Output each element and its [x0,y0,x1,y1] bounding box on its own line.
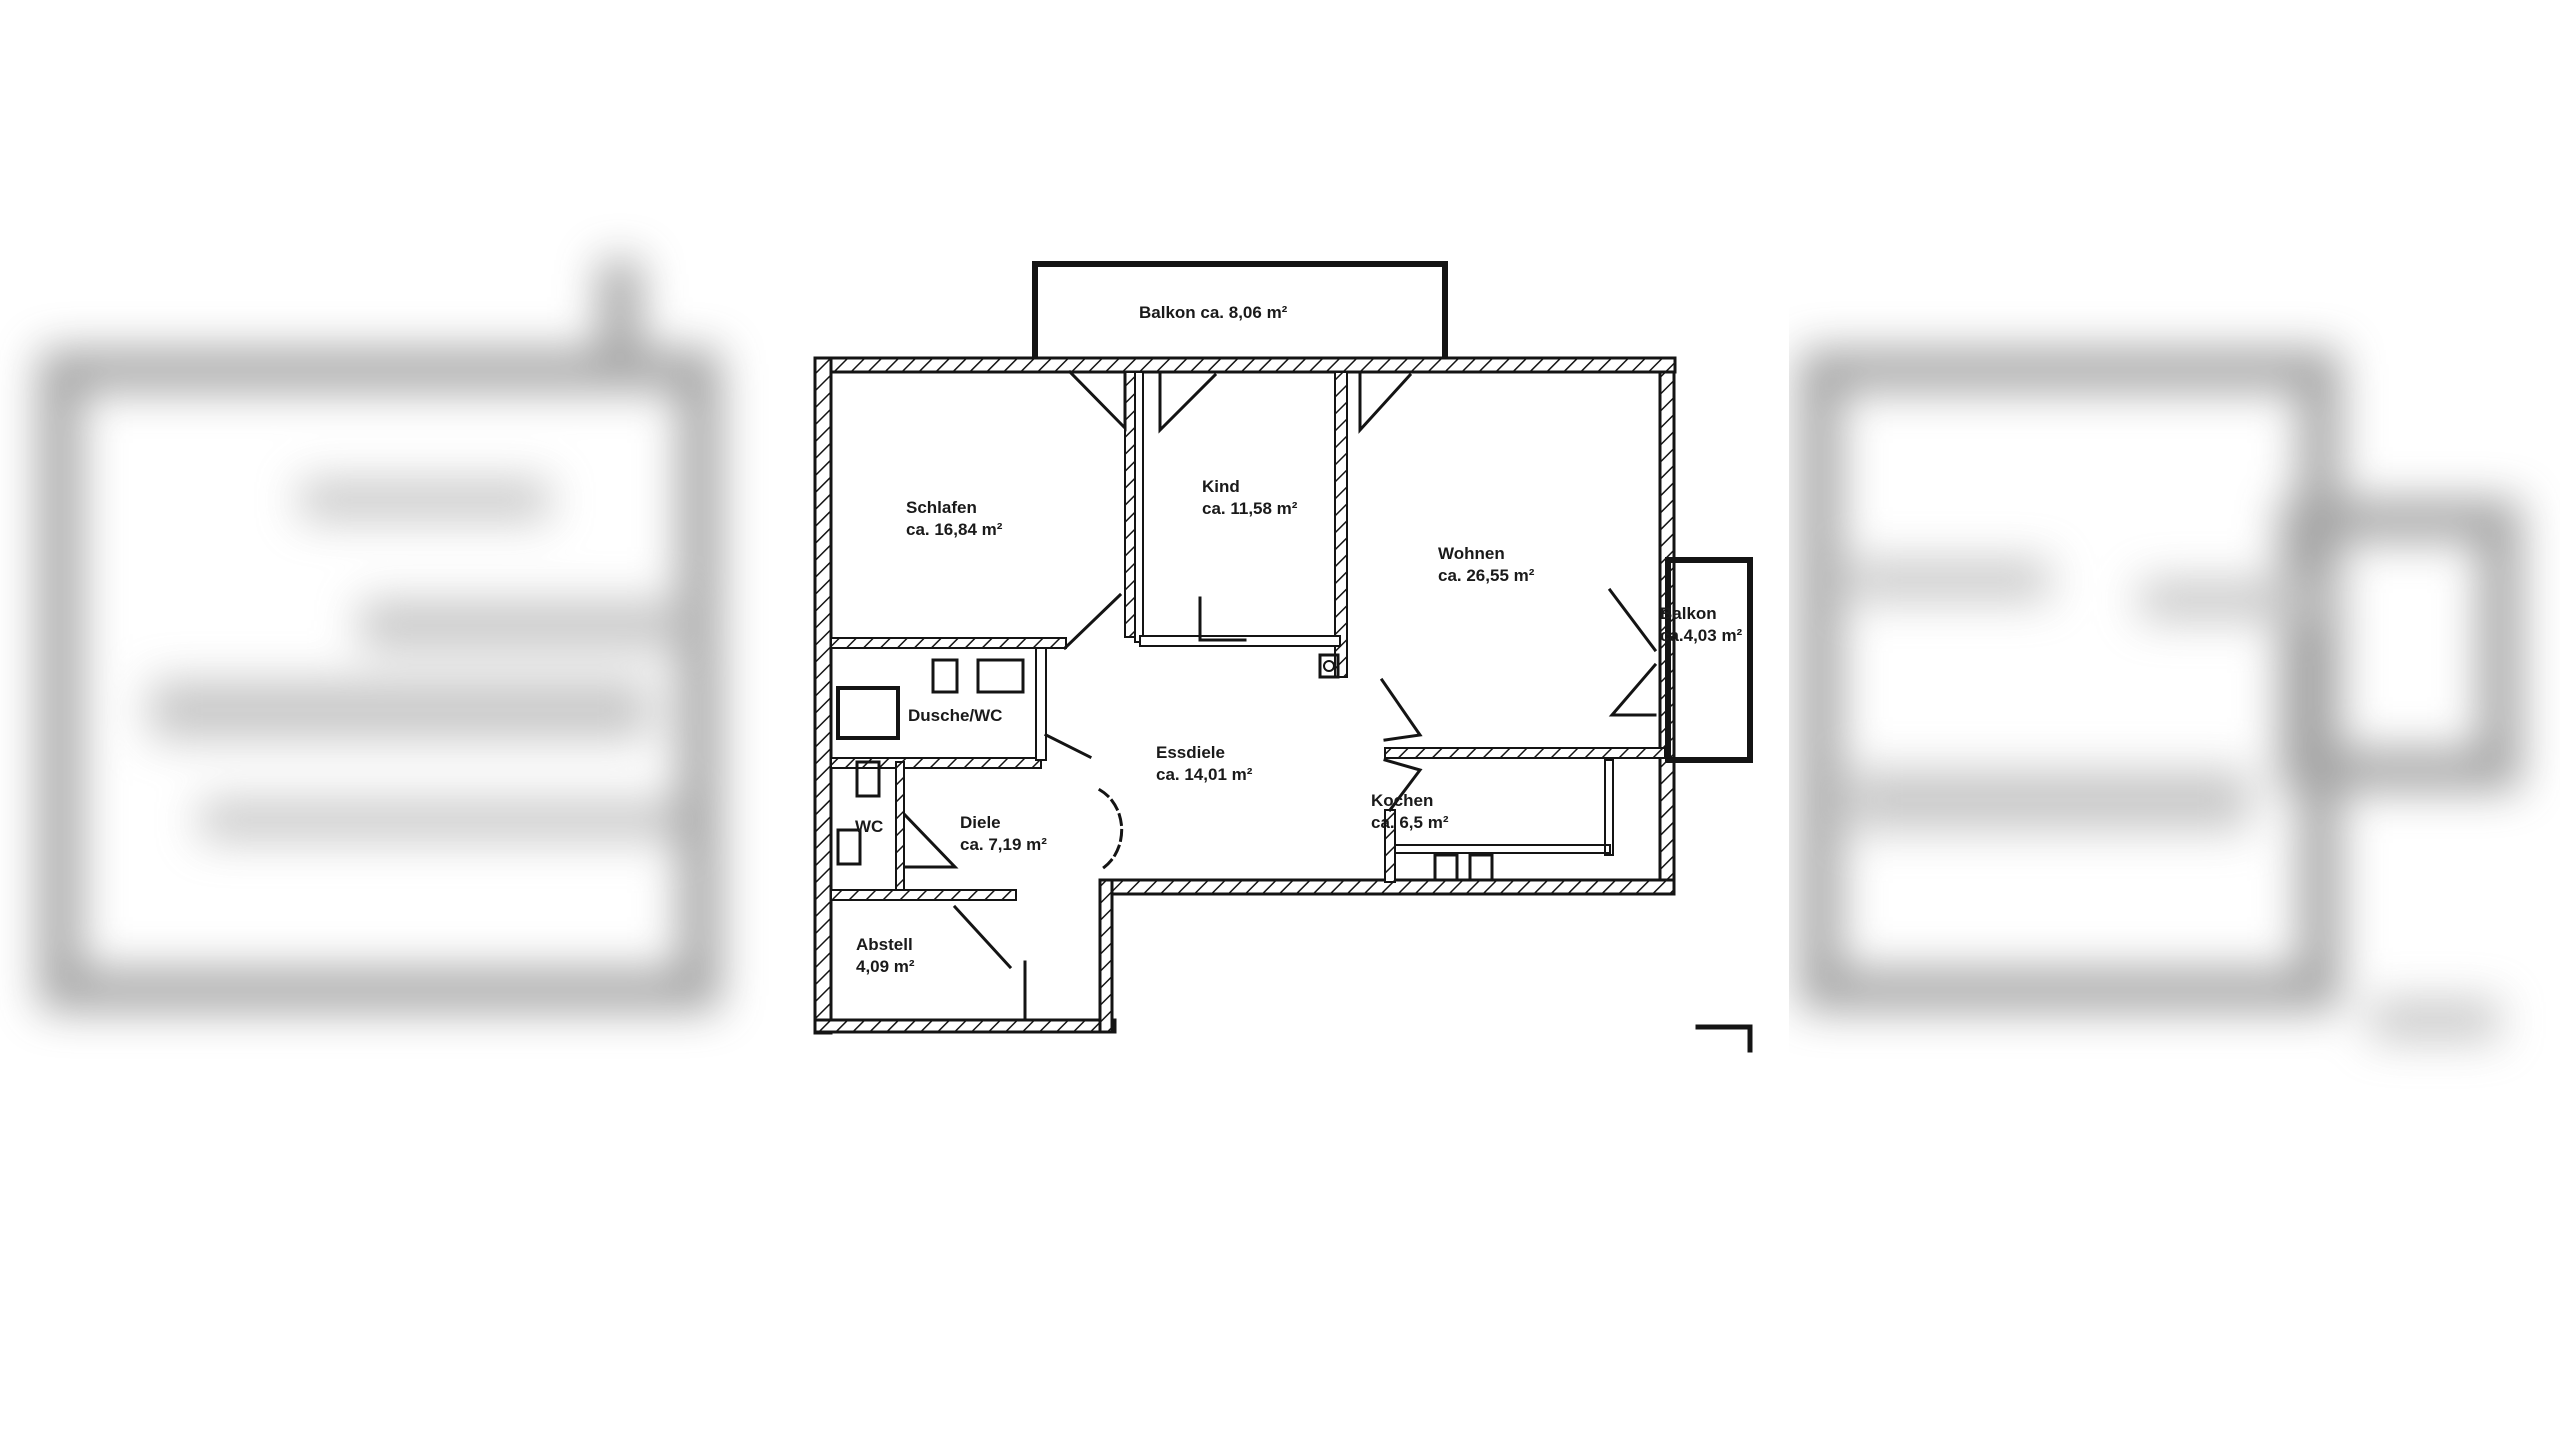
room-area: ca. 16,84 m² [906,520,1003,539]
room-label-essdiele: Essdiele ca. 14,01 m² [1156,742,1252,786]
room-area: ca. 14,01 m² [1156,765,1253,784]
room-label-kochen: Kochen ca. 6,5 m² [1371,790,1449,834]
room-label-balkon-top: Balkon ca. 8,06 m² [1139,302,1287,324]
room-name: Dusche/WC [908,706,1003,725]
floorplan-panel: Balkon ca. 8,06 m² Schlafen ca. 16,84 m²… [771,0,1789,1440]
room-area: ca. 6,5 m² [1371,813,1449,832]
room-name: Schlafen [906,498,977,517]
room-name: Essdiele [1156,743,1225,762]
room-label-balkon-right: Balkon ca.4,03 m² [1660,603,1742,647]
room-label-schlafen: Schlafen ca. 16,84 m² [906,497,1002,541]
room-label-abstell: Abstell 4,09 m² [856,934,915,978]
room-label-kind: Kind ca. 11,58 m² [1202,476,1297,520]
room-area: ca. 26,55 m² [1438,566,1535,585]
room-area: ca. 7,19 m² [960,835,1047,854]
room-name: Balkon ca. 8,06 m² [1139,303,1288,322]
room-label-wohnen: Wohnen ca. 26,55 m² [1438,543,1534,587]
room-name: Wohnen [1438,544,1505,563]
room-label-wc: WC [855,816,883,838]
room-name: Balkon [1660,604,1717,623]
room-area: ca.4,03 m² [1660,626,1743,645]
room-area: 4,09 m² [856,957,915,976]
room-name: Kind [1202,477,1240,496]
room-name: WC [855,817,884,836]
room-label-diele: Diele ca. 7,19 m² [960,812,1047,856]
room-name: Diele [960,813,1001,832]
room-name: Kochen [1371,791,1434,810]
room-name: Abstell [856,935,913,954]
room-area: ca. 11,58 m² [1202,499,1298,518]
room-label-dusche-wc: Dusche/WC [908,705,1002,727]
floorplan-drawing [813,261,1753,1053]
